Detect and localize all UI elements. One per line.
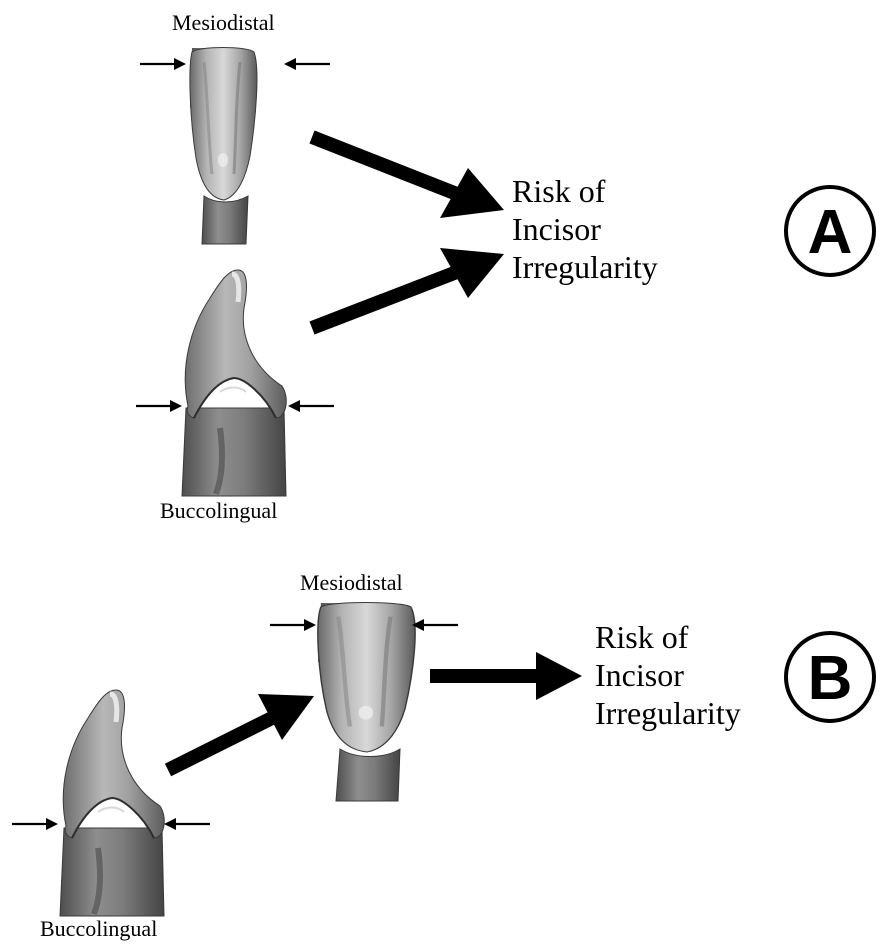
panel-a-upper-big-arrow (312, 137, 504, 218)
panel-b-upper-tooth-label: Mesiodistal (300, 570, 403, 595)
panel-b-outcome-line-1: Risk of (595, 619, 689, 655)
panel-a-bottom-tooth-label: Buccolingual (160, 498, 277, 523)
panel-a-outcome-line-2: Incisor (512, 211, 601, 247)
panel-b-upper-left-width-arrow (270, 619, 316, 631)
panel-a-buccolingual-tooth (182, 270, 286, 496)
panel-b-lower-left-width-arrow (12, 818, 58, 830)
panel-b-upper-right-width-arrow (412, 619, 458, 631)
panel-a-top-right-width-arrow (284, 58, 330, 70)
panel-a: Mesiodistal Buccolingual Risk of Incisor… (136, 10, 874, 523)
panel-a-letter: A (808, 198, 853, 267)
panel-a-mesiodistal-tooth (190, 48, 257, 245)
panel-b-diagonal-big-arrow (168, 694, 314, 770)
panel-b-horizontal-big-arrow (430, 652, 582, 700)
panel-b-lower-right-width-arrow (164, 818, 210, 830)
panel-a-top-left-width-arrow (140, 58, 186, 70)
panel-a-lower-big-arrow (312, 248, 504, 328)
panel-a-letter-badge: A (786, 187, 874, 275)
panel-a-outcome-line-1: Risk of (512, 173, 606, 209)
panel-b-lower-tooth-label: Buccolingual (40, 916, 157, 941)
panel-b-outcome-line-2: Incisor (595, 657, 684, 693)
panel-b-letter: B (808, 644, 853, 713)
panel-a-bottom-left-width-arrow (136, 400, 182, 412)
panel-b-letter-badge: B (786, 633, 874, 721)
panel-a-bottom-right-width-arrow (288, 400, 334, 412)
panel-b-outcome-line-3: Irregularity (595, 695, 741, 731)
panel-a-top-tooth-label: Mesiodistal (172, 10, 275, 35)
panel-b-mesiodistal-tooth (318, 603, 415, 801)
panel-b-buccolingual-tooth (60, 690, 164, 916)
panel-a-outcome-line-3: Irregularity (512, 249, 658, 285)
panel-b: Mesiodistal Buccolingual Risk of Incisor… (12, 570, 874, 941)
